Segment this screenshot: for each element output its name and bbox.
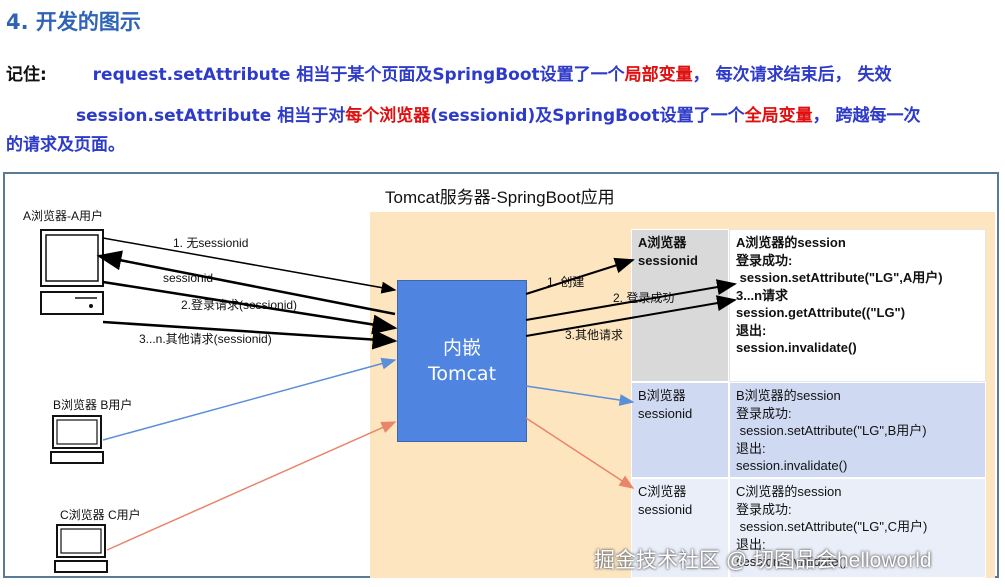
watermark: 掘金技术社区 @ 切图品会helloworld [594,549,932,572]
table-b-right: B浏览器的session 登录成功: session.setAttribute(… [729,382,986,478]
a-invalidate: session.invalidate() [736,340,857,355]
user-a-label: A浏览器-A用户 [23,209,104,223]
arrow-tomcat-to-b [525,385,635,406]
note-line-2: session.setAttribute 相当于对每个浏览器(sessionid… [76,101,921,126]
computer-a-icon [40,229,104,315]
arrow-c-to-tomcat [106,421,397,551]
c-login-label: 登录成功: [736,501,792,517]
table-b-left: B浏览器 sessionid [631,382,729,478]
c-invalidate: session.invalidate() [736,554,848,569]
arrow-create-session [525,257,635,295]
c-set-attribute: session.setAttribute("LG",C用户) [736,519,928,534]
b-login-label: 登录成功: [736,405,792,421]
c-sessionid-label: sessionid [638,501,693,517]
session-diagram: Tomcat服务器-SpringBoot应用 内嵌 Tomcat A浏览器 se… [3,172,999,578]
b-set-attribute: session.setAttribute("LG",B用户) [736,423,927,438]
arrow-tomcat-to-c [525,417,635,489]
a-requests-label: 3...n请求 [736,287,789,303]
arrow-label-other-request: 3.其他请求 [565,328,624,342]
c-session-title: C浏览器的session [736,484,842,499]
note-lead: 记住: [6,65,47,85]
a-logout-label: 退出: [736,322,767,338]
note-request-text: request.setAttribute 相当于某个页面及SpringBoot设… [92,65,625,85]
user-c-label: C浏览器 C用户 [60,508,141,522]
c-logout-label: 退出: [736,536,766,552]
arrow-b-to-tomcat [102,357,397,441]
a-session-title: A浏览器的session [736,235,846,250]
arrow-return-sessionid [96,250,396,316]
arrow-label-other-requests: 3...n.其他请求(sessionid) [139,332,272,346]
b-logout-label: 退出: [736,440,766,456]
note-session-mid: (sessionid)及SpringBoot设置了一个 [430,106,745,126]
computer-b-icon [50,415,104,464]
note-session-text: session.setAttribute 相当于对 [76,106,346,126]
arrow-label-no-sessionid: 1. 无sessionid [173,236,249,250]
table-c-left: C浏览器 sessionid [631,478,729,578]
table-c-right: C浏览器的session 登录成功: session.setAttribute(… [729,478,986,578]
tomcat-label-1: 内嵌 [442,337,481,359]
note-local-var: 局部变量 [624,65,693,85]
note-global-var: 全局变量 [744,106,813,126]
arrow-no-sessionid [102,237,397,294]
b-sessionid-label: sessionid [638,405,693,421]
embedded-tomcat-box: 内嵌 Tomcat [397,280,527,442]
note-line-3: 的请求及页面。 [6,135,125,155]
arrow-login-success [525,279,737,321]
a-browser-label: A浏览器 [638,235,687,250]
diagram-arrows [40,229,737,573]
b-session-title: B浏览器的session [736,388,841,403]
b-browser-label: B浏览器 [638,388,686,403]
a-get-attribute: session.getAttribute(("LG") [736,305,906,320]
note-session-tail: ， 跨越每一次 [812,106,921,126]
section-heading: 4. 开发的图示 [6,10,141,34]
a-set-attribute: session.setAttribute("LG",A用户) [736,270,943,285]
arrow-other-requests [102,320,398,350]
table-a-left: A浏览器 sessionid [631,229,729,382]
note-line-1: 记住: request.setAttribute 相当于某个页面及SpringB… [6,60,892,85]
note-each-browser: 每个浏览器 [345,106,431,126]
note-request-tail: ， 每次请求结束后， 失效 [692,65,892,85]
a-login-label: 登录成功: [736,252,793,268]
a-sessionid-label: sessionid [638,252,698,268]
server-title: Tomcat服务器-SpringBoot应用 [385,188,615,207]
b-invalidate: session.invalidate() [736,458,848,473]
computer-c-icon [54,524,108,573]
arrow-other-request [525,295,737,337]
user-b-label: B浏览器 B用户 [53,398,133,412]
table-a-right: A浏览器的session 登录成功: session.setAttribute(… [729,229,986,382]
arrow-label-sessionid: sessionid [163,271,214,285]
c-browser-label: C浏览器 [638,484,687,499]
tomcat-label-2: Tomcat [427,363,497,385]
arrow-login-request [102,280,398,335]
